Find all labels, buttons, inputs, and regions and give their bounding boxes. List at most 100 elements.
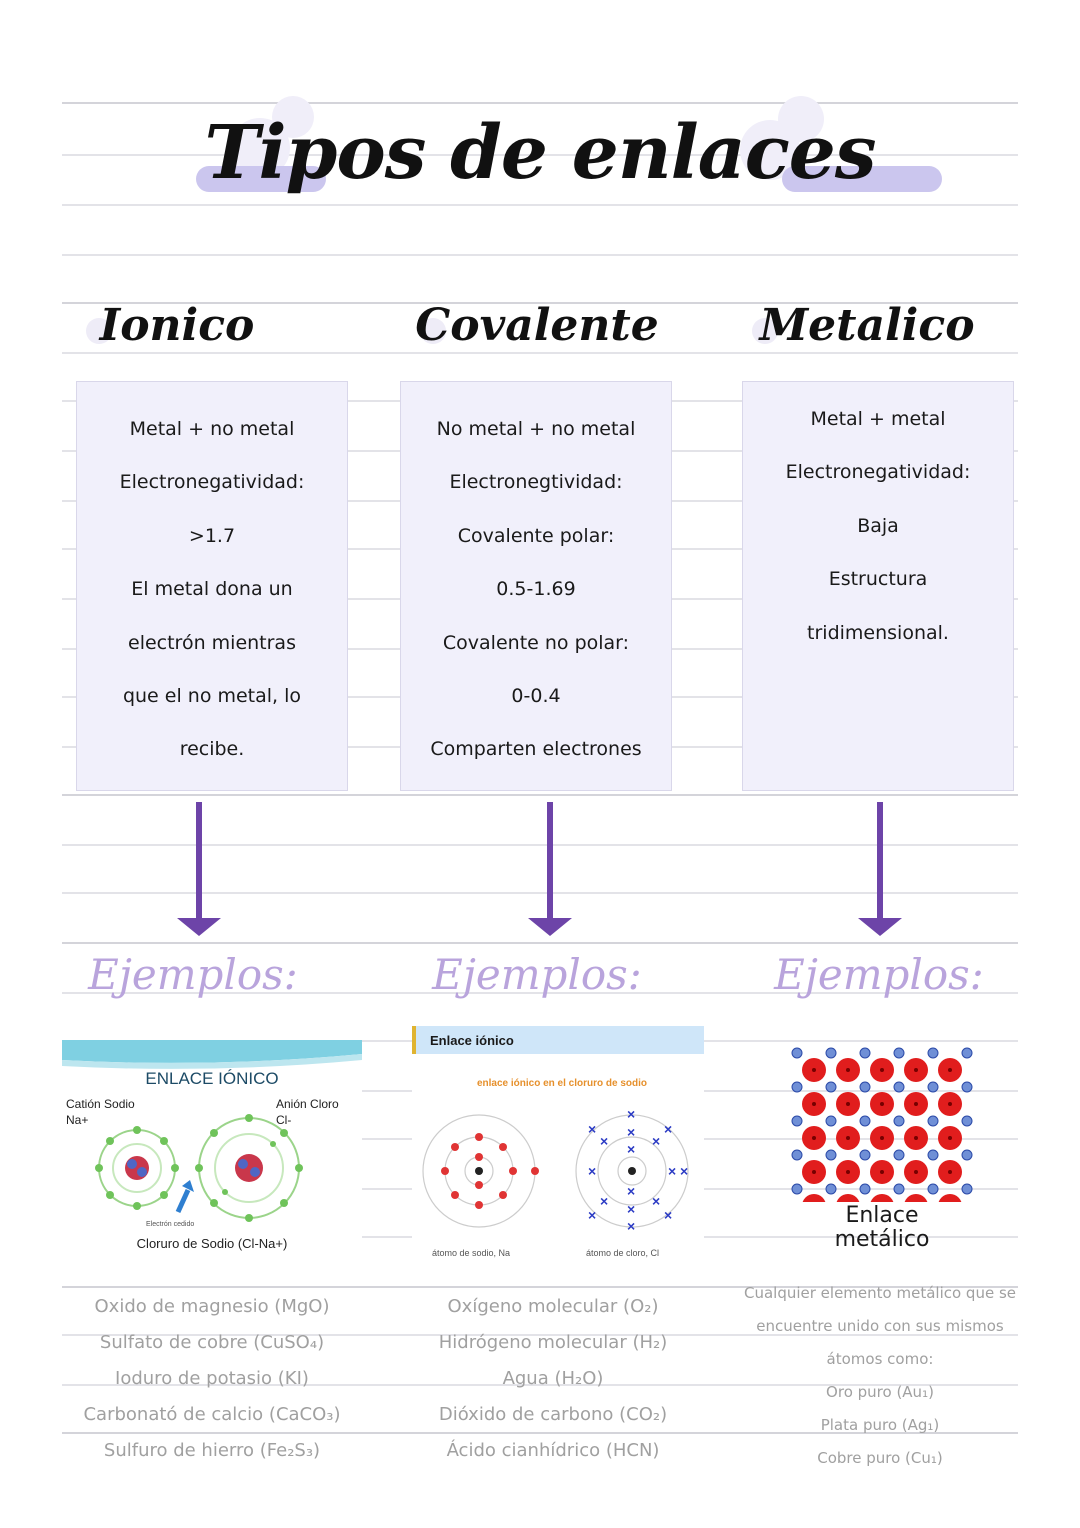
card-line: Metal + metal xyxy=(810,408,946,430)
cation-center xyxy=(880,1102,884,1106)
card-covalente: No metal + no metal Electronegtividad: C… xyxy=(400,381,672,791)
electron xyxy=(961,1047,973,1059)
electron xyxy=(859,1149,871,1161)
card-line: >1.7 xyxy=(188,525,236,547)
electron xyxy=(791,1149,803,1161)
list-item: Oro puro (Au₁) xyxy=(826,1383,934,1401)
card-line: Electronegtividad: xyxy=(449,471,623,493)
card-line: 0.5-1.69 xyxy=(496,578,576,600)
svg-text:×: × xyxy=(627,1183,635,1199)
figure-title: ENLACE IÓNICO xyxy=(145,1069,278,1088)
rule xyxy=(62,254,1018,256)
examples-list-ionico: Oxido de magnesio (MgO) Sulfato de cobre… xyxy=(62,1296,362,1476)
card-line: que el no metal, lo xyxy=(122,685,302,707)
cation-center xyxy=(846,1170,850,1174)
svg-text:×: × xyxy=(652,1193,660,1209)
card-line: Comparten electrones xyxy=(430,738,642,760)
svg-text:×: × xyxy=(600,1193,608,1209)
arrow-head xyxy=(858,918,902,936)
electron xyxy=(859,1081,871,1093)
metallic-lattice-figure xyxy=(791,1047,973,1202)
electron xyxy=(825,1047,837,1059)
list-item: Agua (H₂O) xyxy=(502,1368,604,1389)
electron xyxy=(927,1149,939,1161)
electron xyxy=(893,1183,905,1195)
electron xyxy=(893,1047,905,1059)
heading-covalente: Covalente xyxy=(415,300,659,351)
svg-text:×: × xyxy=(600,1133,608,1149)
list-item: Dióxido de carbono (CO₂) xyxy=(438,1404,668,1425)
cation-center xyxy=(914,1068,918,1072)
svg-text:×: × xyxy=(588,1163,596,1179)
decor-dot xyxy=(420,318,446,344)
rule xyxy=(62,1286,1018,1288)
list-item: Oxígeno molecular (O₂) xyxy=(447,1296,659,1317)
electron xyxy=(791,1081,803,1093)
electron xyxy=(927,1047,939,1059)
list-item: Carbonató de calcio (CaCO₃) xyxy=(83,1404,341,1425)
cation-center xyxy=(812,1068,816,1072)
cation-center xyxy=(914,1136,918,1140)
cation-center xyxy=(812,1136,816,1140)
list-item: Sulfato de cobre (CuSO₄) xyxy=(99,1332,325,1353)
arrow-head xyxy=(528,918,572,936)
cation-center xyxy=(948,1102,952,1106)
svg-text:×: × xyxy=(664,1121,672,1137)
svg-text:×: × xyxy=(680,1163,688,1179)
cation-center xyxy=(846,1136,850,1140)
decor-dot xyxy=(86,318,112,344)
figure-header: Enlace iónico xyxy=(430,1033,514,1048)
cation xyxy=(836,1194,860,1202)
svg-text:×: × xyxy=(627,1106,635,1122)
examples-label: Ejemplos: xyxy=(774,950,984,999)
electron xyxy=(893,1081,905,1093)
electron xyxy=(961,1081,973,1093)
decor-dot xyxy=(752,318,778,344)
rule xyxy=(62,204,1018,206)
cation-center xyxy=(948,1068,952,1072)
rule xyxy=(62,892,1018,894)
cation-center xyxy=(948,1170,952,1174)
electron xyxy=(859,1047,871,1059)
svg-text:×: × xyxy=(652,1133,660,1149)
card-line: No metal + no metal xyxy=(436,418,636,440)
rule xyxy=(62,1384,1018,1386)
cation-center xyxy=(812,1170,816,1174)
electron xyxy=(791,1047,803,1059)
svg-text:×: × xyxy=(627,1124,635,1140)
cation-center xyxy=(948,1136,952,1140)
cation xyxy=(870,1194,894,1202)
cation-center xyxy=(846,1102,850,1106)
anion-sub: Cl- xyxy=(276,1113,291,1127)
sodium-atom xyxy=(95,1126,179,1210)
card-line: Estructura xyxy=(828,568,928,590)
rule xyxy=(62,1334,1018,1336)
examples-label: Ejemplos: xyxy=(88,950,298,999)
card-line: Electronegatividad: xyxy=(119,471,305,493)
rule xyxy=(62,302,1018,304)
electron xyxy=(825,1183,837,1195)
list-item: Ácido cianhídrico (HCN) xyxy=(446,1440,660,1461)
cation-center xyxy=(812,1102,816,1106)
heading-metalico: Metalico xyxy=(759,300,975,351)
figure-caption: Cloruro de Sodio (Cl-Na+) xyxy=(137,1236,288,1251)
rule xyxy=(62,1432,1018,1434)
list-item: Ioduro de potasio (KI) xyxy=(115,1368,309,1389)
cation-sub: Na+ xyxy=(66,1113,88,1127)
electron xyxy=(859,1183,871,1195)
cation-center xyxy=(914,1170,918,1174)
examples-label: Ejemplos: xyxy=(432,950,642,999)
sodium-atom-diagram xyxy=(422,1114,539,1228)
card-metalico: Metal + metal Electronegatividad: Baja E… xyxy=(742,381,1014,791)
chlorine-atom-diagram: ××× ××× ×× ×× ××× ×× ×× xyxy=(575,1106,689,1234)
title-band-left xyxy=(196,166,326,192)
card-line: Covalente polar: xyxy=(457,525,615,547)
chlorine-caption: átomo de cloro, Cl xyxy=(586,1248,659,1258)
arrow-down xyxy=(877,802,883,920)
rule xyxy=(62,992,1018,994)
electron xyxy=(791,1183,803,1195)
card-line: 0-0.4 xyxy=(511,685,561,707)
card-ionico: Metal + no metal Electronegatividad: >1.… xyxy=(76,381,348,791)
card-line: El metal dona un xyxy=(131,578,293,600)
electron xyxy=(893,1149,905,1161)
